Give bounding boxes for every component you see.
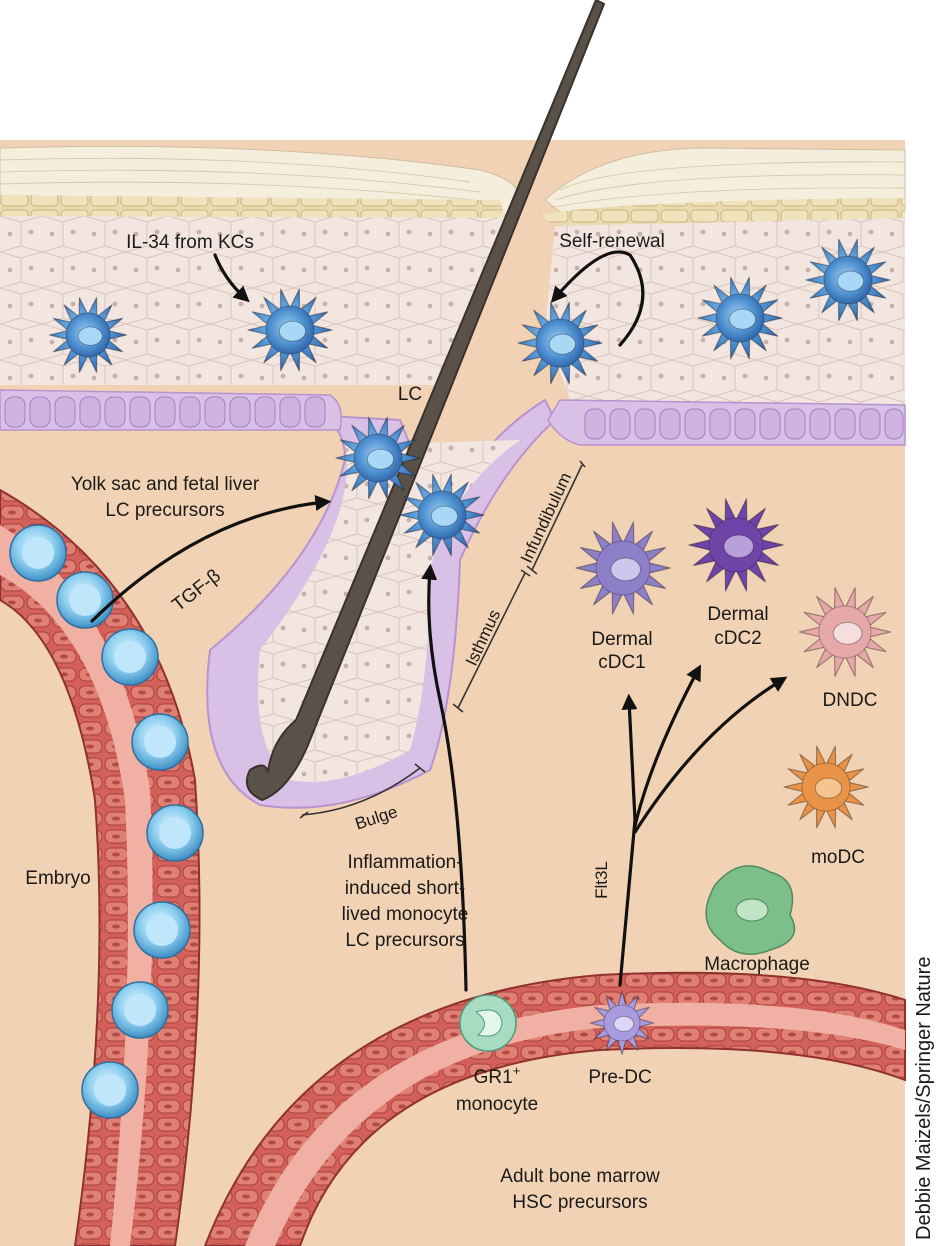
gr1-monocyte-label-line2: monocyte — [456, 1094, 538, 1115]
langerhans-cell — [517, 301, 603, 385]
gr1-label: GR1+ — [474, 1063, 521, 1088]
dermal-cdc1-label-line1: Dermal — [591, 629, 652, 650]
hair-shaft — [246, 0, 606, 802]
adult-bm-label-line2: HSC precursors — [512, 1192, 647, 1213]
dermal-cdc2-cell — [688, 498, 784, 592]
dndc-cell — [798, 587, 892, 677]
self-renewal-label: Self-renewal — [559, 231, 665, 252]
pre-dc-label: Pre-DC — [588, 1067, 651, 1088]
adult-vessel — [203, 971, 906, 1246]
inflammation-label-line2: induced short- — [345, 878, 465, 899]
embryo-precursor-cell — [131, 713, 189, 771]
stratum-granulosum — [0, 195, 505, 218]
adult-bm-label-line1: Adult bone marrow — [500, 1166, 660, 1187]
yolk-sac-label-line1: Yolk sac and fetal liver — [71, 474, 260, 495]
macrophage-cell — [705, 865, 796, 955]
embryo-precursor-cell — [111, 981, 169, 1039]
inflammation-label-line4: LC precursors — [345, 930, 464, 951]
langerhans-cell — [247, 288, 333, 372]
pre-dc-cell — [589, 990, 655, 1056]
langerhans-cell — [48, 296, 128, 374]
embryo-precursor-cell — [56, 571, 114, 629]
image-credit: Debbie Maizels/Springer Nature — [913, 957, 935, 1240]
lc-label: LC — [398, 384, 422, 405]
dermal-cdc2-label-line2: cDC2 — [714, 628, 762, 649]
dermal-cdc1-label-line2: cDC1 — [598, 652, 646, 673]
gr1-monocyte-cell — [459, 994, 517, 1052]
yolk-sac-label-line2: LC precursors — [105, 500, 224, 521]
basal-cells — [4, 396, 904, 440]
embryo-precursor-cell — [81, 1061, 139, 1119]
embryo-precursor-cell — [146, 804, 204, 862]
flt3l-to-dndc-arrow — [633, 676, 788, 834]
embryo-precursor-cell — [101, 628, 159, 686]
flt3l-label: Flt3L — [592, 861, 611, 899]
follicular-langerhans-cell — [399, 473, 485, 557]
embryo-precursor-cell — [9, 524, 67, 582]
stratum-granulosum-right — [540, 198, 905, 226]
epidermis — [0, 216, 505, 385]
modc-cell — [783, 745, 869, 829]
inflammation-label-line3: lived monocyte — [342, 904, 469, 925]
dermal-cdc2-label-line1: Dermal — [707, 604, 768, 625]
macrophage-label: Macrophage — [704, 954, 810, 975]
embryo-precursor-cell — [133, 901, 191, 959]
bulge-bracket — [299, 763, 426, 819]
inflammation-arrow — [421, 563, 468, 992]
embryo-label: Embryo — [25, 868, 90, 889]
tgf-beta-arrow — [90, 495, 332, 623]
il34-arrow — [213, 253, 250, 303]
isthmus-bracket — [452, 569, 531, 713]
adult-lumen — [245, 1002, 905, 1246]
follicular-langerhans-cell — [335, 416, 421, 500]
il34-label: IL-34 from KCs — [126, 232, 254, 253]
embryo-lumen — [0, 525, 153, 1246]
dermal-cdc1-cell — [575, 521, 671, 615]
flt3l-to-cdc2-arrow — [632, 664, 702, 832]
modc-label: moDC — [811, 847, 865, 868]
self-renewal-arrow — [550, 250, 645, 347]
corneum-lines — [0, 157, 906, 209]
inflammation-label-line1: Inflammation- — [347, 852, 462, 873]
dndc-label: DNDC — [823, 690, 878, 711]
infundibulum-bracket — [526, 460, 586, 575]
langerhans-cell — [697, 276, 783, 360]
langerhans-cell — [805, 238, 891, 322]
